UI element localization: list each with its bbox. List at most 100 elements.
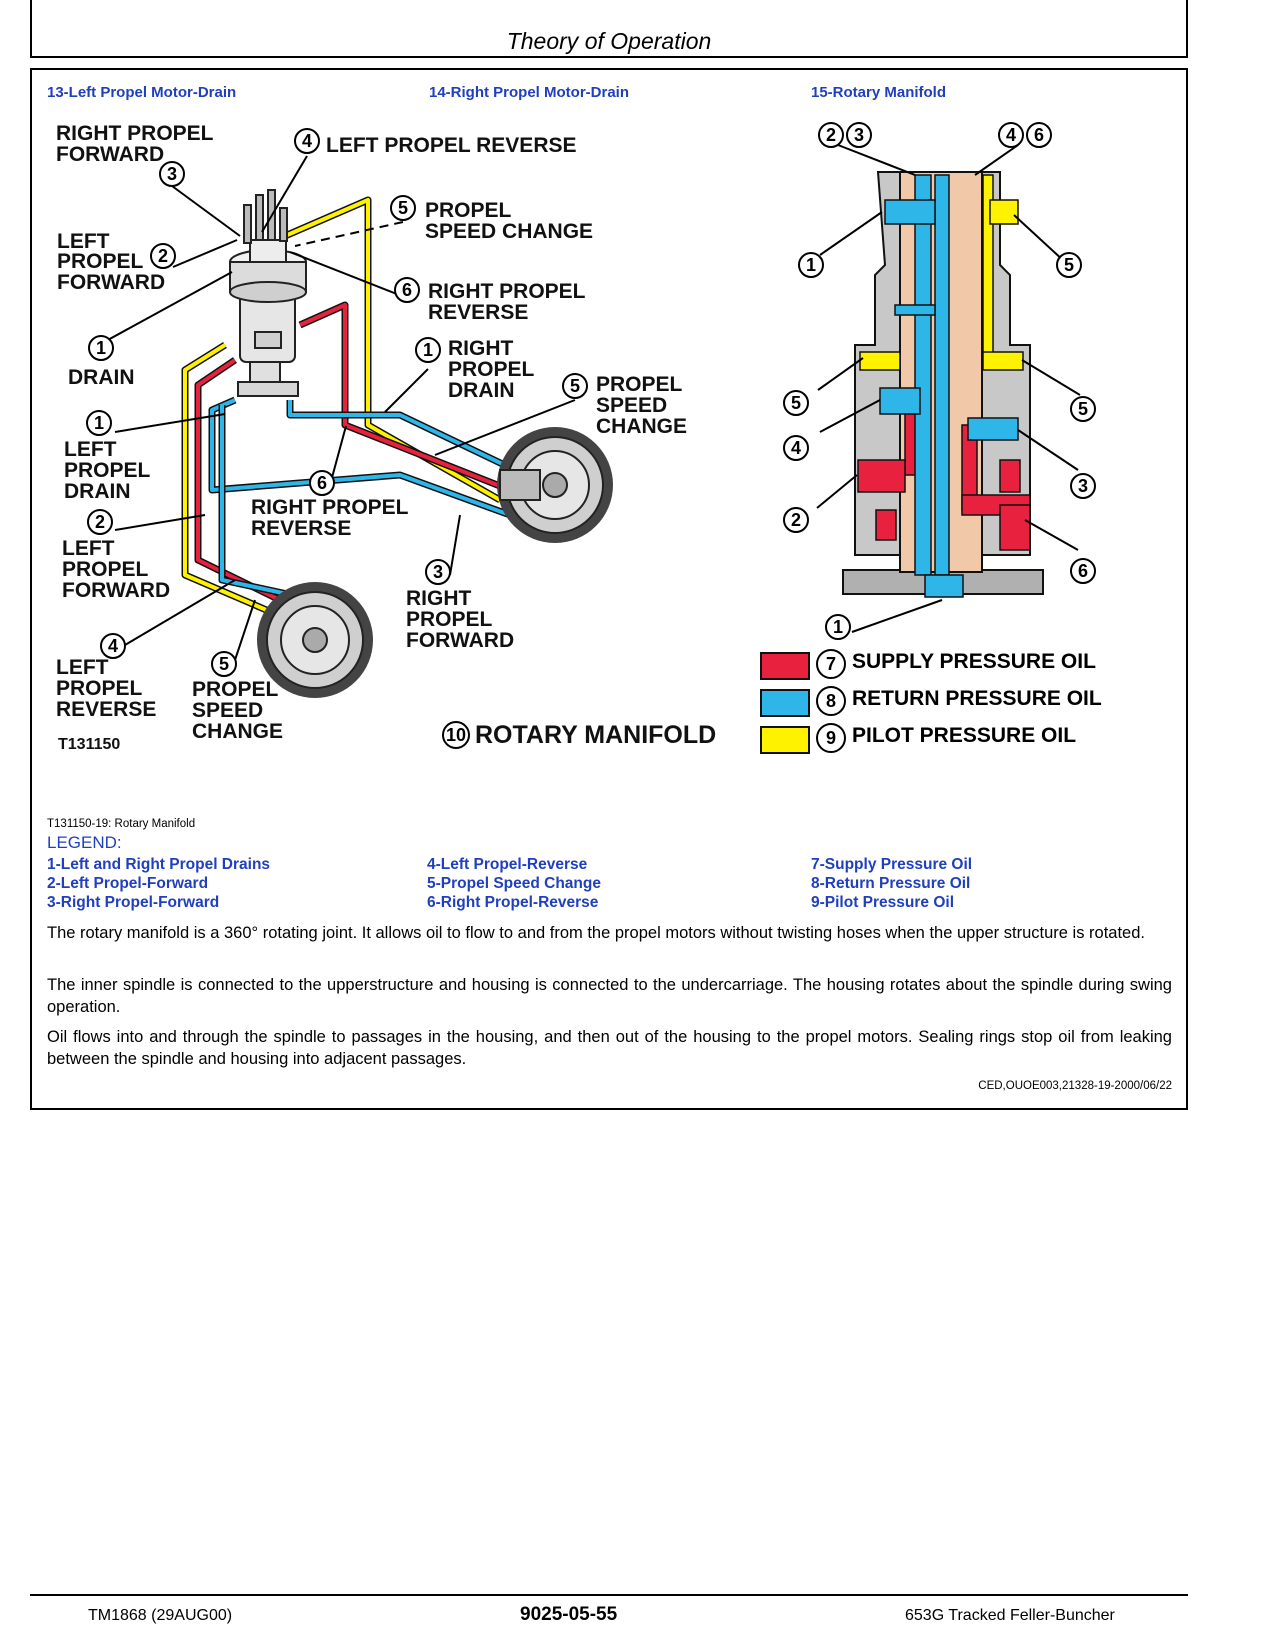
svg-text:3: 3	[1078, 476, 1088, 496]
svg-text:5: 5	[570, 376, 580, 396]
svg-text:5: 5	[219, 654, 229, 674]
svg-text:10: 10	[446, 725, 466, 745]
legend-item-1[interactable]: 1-Left and Right Propel Drains	[47, 856, 271, 873]
svg-text:3: 3	[854, 125, 864, 145]
svg-text:6: 6	[402, 280, 412, 300]
label-right-propel-drain-1: RIGHT	[448, 337, 514, 360]
label-left-propel-forward-m2: PROPEL	[62, 558, 149, 581]
svg-text:1: 1	[806, 255, 816, 275]
legend-item-2[interactable]: 2-Left Propel-Forward	[47, 875, 209, 892]
svg-text:2: 2	[158, 246, 168, 266]
label-right-propel-forward-1: RIGHT PROPEL	[56, 122, 214, 145]
svg-text:2: 2	[791, 510, 801, 530]
label-left-propel-drain-2: PROPEL	[64, 459, 151, 482]
label-drain: DRAIN	[68, 366, 135, 389]
svg-text:2: 2	[826, 125, 836, 145]
label-left-propel-drain-1: LEFT	[64, 438, 117, 461]
paragraph-3: Oil flows into and through the spindle t…	[47, 1028, 1172, 1068]
label-propel-speed-change-b1: PROPEL	[192, 678, 279, 701]
label-left-propel-forward-m3: FORWARD	[62, 579, 170, 602]
label-left-propel-forward-m1: LEFT	[62, 537, 115, 560]
svg-text:5: 5	[1078, 399, 1088, 419]
right-propel-motor-drawing	[497, 427, 613, 543]
label-left-propel-forward-2: PROPEL	[57, 250, 144, 273]
label-right-propel-reverse-1: RIGHT PROPEL	[428, 280, 586, 303]
svg-text:5: 5	[1064, 255, 1074, 275]
svg-text:4: 4	[302, 131, 312, 151]
propel-hose-illustration: 3 4 5 2 6 1 1 5 1 6 2 3 4 5 10 RIGHT PRO…	[56, 122, 716, 753]
svg-text:4: 4	[791, 438, 801, 458]
label-propel-speed-change-2: SPEED CHANGE	[425, 220, 593, 243]
label-right-propel-drain-2: PROPEL	[448, 358, 535, 381]
label-left-propel-reverse-b1: LEFT	[56, 656, 109, 679]
label-right-propel-reverse-m2: REVERSE	[251, 517, 351, 540]
key-num-return: 8	[816, 686, 846, 716]
svg-text:1: 1	[833, 617, 843, 637]
svg-text:4: 4	[1006, 125, 1016, 145]
swatch-return	[760, 689, 810, 717]
key-label-return: RETURN PRESSURE OIL	[852, 687, 1102, 710]
svg-text:3: 3	[167, 164, 177, 184]
paragraph-1: The rotary manifold is a 360° rotating j…	[47, 924, 1145, 942]
caption-left-drain[interactable]: 13-Left Propel Motor-Drain	[47, 84, 237, 101]
reference-code: CED,OUOE003,21328-19-2000/06/22	[978, 1080, 1172, 1092]
footer-page-number: 9025-05-55	[520, 1604, 618, 1625]
legend-item-6[interactable]: 6-Right Propel-Reverse	[427, 894, 599, 911]
footer-doc-id: TM1868 (29AUG00)	[88, 1607, 233, 1624]
page-title: Theory of Operation	[506, 28, 712, 54]
caption-rotary-manifold[interactable]: 15-Rotary Manifold	[811, 84, 947, 101]
svg-text:1: 1	[423, 340, 433, 360]
label-propel-speed-change-b2: SPEED	[192, 699, 263, 722]
label-propel-speed-change-r2: SPEED	[596, 394, 667, 417]
label-right-propel-forward-b3: FORWARD	[406, 629, 514, 652]
key-label-supply: SUPPLY PRESSURE OIL	[852, 650, 1096, 673]
label-left-propel-reverse: LEFT PROPEL REVERSE	[326, 134, 577, 157]
paragraph-2: The inner spindle is connected to the up…	[47, 976, 1172, 1016]
left-propel-motor-drawing	[257, 582, 373, 698]
label-right-propel-drain-3: DRAIN	[448, 379, 515, 402]
svg-text:1: 1	[94, 413, 104, 433]
legend-item-3[interactable]: 3-Right Propel-Forward	[47, 894, 220, 911]
label-propel-speed-change-r1: PROPEL	[596, 373, 683, 396]
label-propel-speed-change-r3: CHANGE	[596, 415, 687, 438]
legend-item-8[interactable]: 8-Return Pressure Oil	[811, 875, 971, 892]
label-right-propel-reverse-m1: RIGHT PROPEL	[251, 496, 409, 519]
content-frame	[30, 68, 1188, 1110]
footer-product: 653G Tracked Feller-Buncher	[905, 1607, 1115, 1624]
label-propel-speed-change-b3: CHANGE	[192, 720, 283, 743]
label-right-propel-reverse-2: REVERSE	[428, 301, 528, 324]
svg-text:5: 5	[398, 198, 408, 218]
svg-text:6: 6	[317, 473, 327, 493]
rotary-manifold-drawing	[229, 189, 307, 397]
label-left-propel-reverse-b3: REVERSE	[56, 698, 156, 721]
label-left-propel-forward-1: LEFT	[57, 230, 110, 253]
label-right-propel-forward-2: FORWARD	[56, 143, 164, 166]
label-propel-speed-change-1: PROPEL	[425, 199, 512, 222]
key-num-pilot: 9	[816, 723, 846, 753]
legend-item-7[interactable]: 7-Supply Pressure Oil	[811, 856, 973, 873]
figure-label: T131150-19: Rotary Manifold	[47, 818, 196, 830]
key-label-pilot: PILOT PRESSURE OIL	[852, 724, 1077, 747]
svg-text:6: 6	[1034, 125, 1044, 145]
label-right-propel-forward-b1: RIGHT	[406, 587, 472, 610]
svg-text:5: 5	[791, 393, 801, 413]
svg-text:4: 4	[108, 636, 118, 656]
svg-text:2: 2	[95, 512, 105, 532]
figure-id: T131150	[58, 736, 120, 753]
key-num-supply: 7	[816, 649, 846, 679]
label-right-propel-forward-b2: PROPEL	[406, 608, 493, 631]
svg-text:3: 3	[433, 562, 443, 582]
footer-rule	[30, 1594, 1188, 1596]
legend-item-4[interactable]: 4-Left Propel-Reverse	[427, 856, 588, 873]
swatch-pilot	[760, 726, 810, 754]
label-left-propel-reverse-b2: PROPEL	[56, 677, 143, 700]
caption-right-drain[interactable]: 14-Right Propel Motor-Drain	[429, 84, 630, 101]
label-rotary-manifold: ROTARY MANIFOLD	[475, 721, 716, 749]
legend-title: LEGEND:	[47, 833, 122, 852]
legend-item-9[interactable]: 9-Pilot Pressure Oil	[811, 894, 954, 911]
header-frame	[30, 0, 1188, 58]
svg-text:1: 1	[96, 338, 106, 358]
svg-text:6: 6	[1078, 561, 1088, 581]
legend-item-5[interactable]: 5-Propel Speed Change	[427, 875, 601, 892]
